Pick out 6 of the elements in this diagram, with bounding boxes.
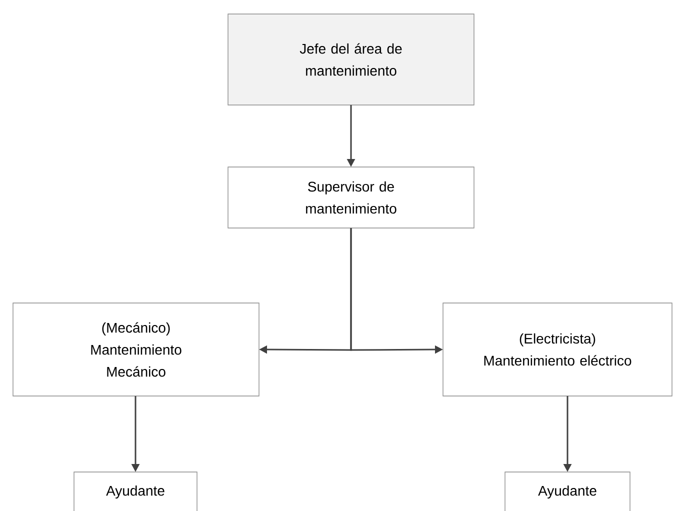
org-box: (Electricista) Mantenimiento eléctrico [442, 302, 672, 396]
org-box: Jefe del área de mantenimiento [228, 14, 474, 106]
org-box: Ayudante [504, 472, 630, 511]
org-box: Supervisor de mantenimiento [228, 166, 474, 228]
org-box: Ayudante [74, 472, 198, 511]
org-box: (Mecánico) Mantenimiento Mecánico [12, 302, 260, 396]
